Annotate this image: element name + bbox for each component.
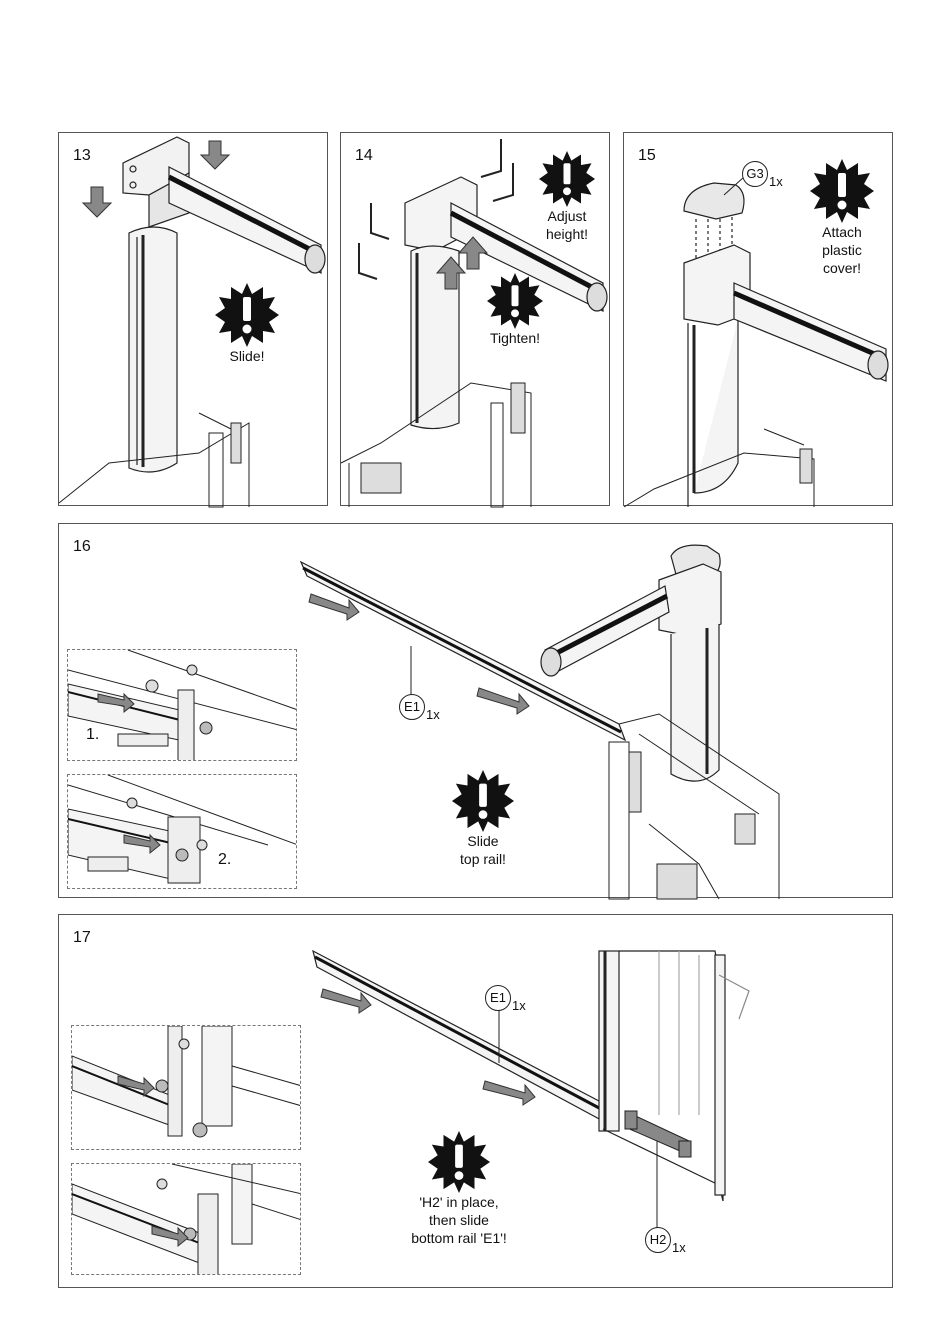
step-13-panel: 13 — [58, 132, 328, 506]
inset-number: 2. — [218, 851, 231, 869]
warning-burst-icon — [539, 151, 595, 207]
part-label: E1 — [485, 985, 511, 1011]
warning-text: Slide! — [207, 347, 287, 365]
warning-text: Tighten! — [475, 329, 555, 347]
detail-illustration — [68, 775, 297, 889]
detail-inset-2: 2. — [67, 774, 297, 889]
warning-burst-icon — [215, 283, 279, 347]
part-quantity: 1x — [769, 174, 783, 189]
warning-attach-cover: Attach plastic cover! — [800, 159, 884, 277]
step-14-panel: 14 — [340, 132, 610, 506]
arrow-right-icon — [477, 688, 529, 714]
warning-h2-in-place: 'H2' in place, then slide bottom rail 'E… — [389, 1131, 529, 1247]
detail-inset-1 — [71, 1025, 301, 1150]
warning-burst-icon — [452, 770, 514, 832]
detail-illustration — [72, 1026, 301, 1150]
plastic-cover-icon — [684, 183, 744, 219]
detail-inset-2 — [71, 1163, 301, 1275]
part-quantity: 1x — [426, 707, 440, 722]
warning-slide: Slide! — [207, 283, 287, 365]
part-label: G3 — [742, 161, 768, 187]
warning-slide-top-rail: Slide top rail! — [441, 770, 525, 868]
part-callout-e1: E11x — [399, 694, 440, 720]
step-17-panel: 17 — [58, 914, 893, 1288]
warning-burst-icon — [487, 273, 543, 329]
warning-text: Attach plastic cover! — [800, 223, 884, 277]
warning-burst-icon — [810, 159, 874, 223]
part-callout-e1: E11x — [485, 985, 526, 1011]
part-callout-g3: G31x — [742, 161, 783, 187]
step-15-panel: 15 G31x — [623, 132, 893, 506]
warning-burst-icon — [428, 1131, 490, 1193]
h2-plate-icon — [625, 1111, 691, 1157]
part-callout-h2: H21x — [645, 1227, 686, 1253]
arrow-right-icon — [483, 1081, 535, 1105]
detail-illustration — [68, 650, 297, 761]
warning-tighten: Tighten! — [475, 273, 555, 347]
step-13-illustration — [59, 133, 329, 507]
part-label: H2 — [645, 1227, 671, 1253]
detail-illustration — [72, 1164, 301, 1275]
warning-text: Slide top rail! — [441, 832, 525, 868]
part-quantity: 1x — [512, 998, 526, 1013]
inset-number: 1. — [86, 726, 99, 744]
warning-text: 'H2' in place, then slide bottom rail 'E… — [389, 1193, 529, 1247]
warning-text: Adjust height! — [527, 207, 607, 243]
part-label: E1 — [399, 694, 425, 720]
part-quantity: 1x — [672, 1240, 686, 1255]
detail-inset-1: 1. — [67, 649, 297, 761]
step-16-panel: 16 — [58, 523, 893, 898]
warning-adjust-height: Adjust height! — [527, 151, 607, 243]
